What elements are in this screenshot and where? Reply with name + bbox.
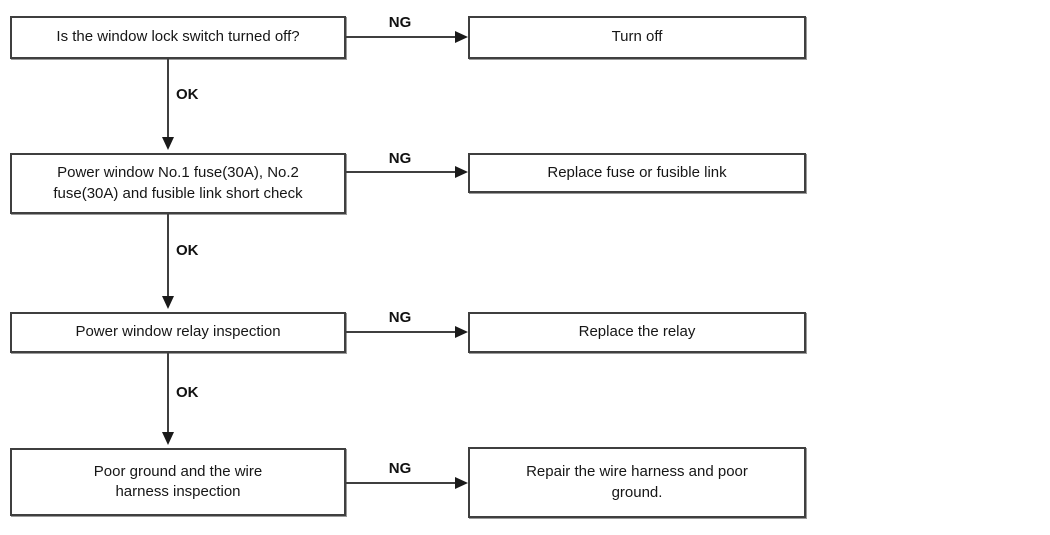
ng-arrow-line-2 — [346, 171, 456, 173]
action-text-line: ground. — [611, 483, 663, 501]
ng-arrowhead-icon-3 — [455, 326, 468, 338]
step-box-window-lock: Is the window lock switch turned off? — [10, 16, 346, 59]
ok-arrow-line-3 — [167, 353, 169, 433]
step-box-relay-inspection: Power window relay inspection — [10, 312, 346, 353]
ng-label-3: NG — [388, 309, 412, 326]
ok-arrowhead-icon-3 — [162, 432, 174, 445]
action-text-line: Turn off — [611, 28, 663, 46]
ng-arrowhead-icon-2 — [455, 166, 468, 178]
step-text-line: Poor ground and the wire — [93, 462, 263, 480]
step-text-line: Power window No.1 fuse(30A), No.2 — [57, 164, 299, 182]
ok-label-2: OK — [176, 242, 199, 259]
ok-arrow-line-1 — [167, 59, 169, 138]
step-box-fuse-check: Power window No.1 fuse(30A), No.2 fuse(3… — [10, 153, 346, 214]
ng-arrow-line-1 — [346, 36, 456, 38]
ng-label-2: NG — [388, 150, 412, 167]
action-box-turn-off: Turn off — [468, 16, 806, 59]
action-box-repair-harness: Repair the wire harness and poor ground. — [468, 447, 806, 518]
ng-label-1: NG — [388, 14, 412, 31]
action-text-line: Replace fuse or fusible link — [547, 163, 727, 181]
step-text-line: harness inspection — [115, 483, 241, 500]
step-text-line: Power window relay inspection — [75, 323, 281, 341]
ng-label-4: NG — [388, 460, 412, 477]
step-text-line: Is the window lock switch turned off? — [56, 28, 300, 46]
ng-arrowhead-icon-4 — [455, 477, 468, 489]
action-box-replace-fuse: Replace fuse or fusible link — [468, 153, 806, 193]
ok-arrow-line-2 — [167, 214, 169, 297]
ng-arrowhead-icon-1 — [455, 31, 468, 43]
action-text-line: Replace the relay — [578, 323, 696, 341]
step-box-ground-harness: Poor ground and the wire harness inspect… — [10, 448, 346, 516]
ng-arrow-line-3 — [346, 331, 456, 333]
ok-arrowhead-icon-2 — [162, 296, 174, 309]
step-text-line: fuse(30A) and fusible link short check — [53, 184, 303, 202]
ok-arrowhead-icon-1 — [162, 137, 174, 150]
action-text-line: Repair the wire harness and poor — [526, 463, 748, 481]
ng-arrow-line-4 — [346, 482, 456, 484]
action-box-replace-relay: Replace the relay — [468, 312, 806, 353]
ok-label-1: OK — [176, 86, 199, 103]
ok-label-3: OK — [176, 384, 199, 401]
